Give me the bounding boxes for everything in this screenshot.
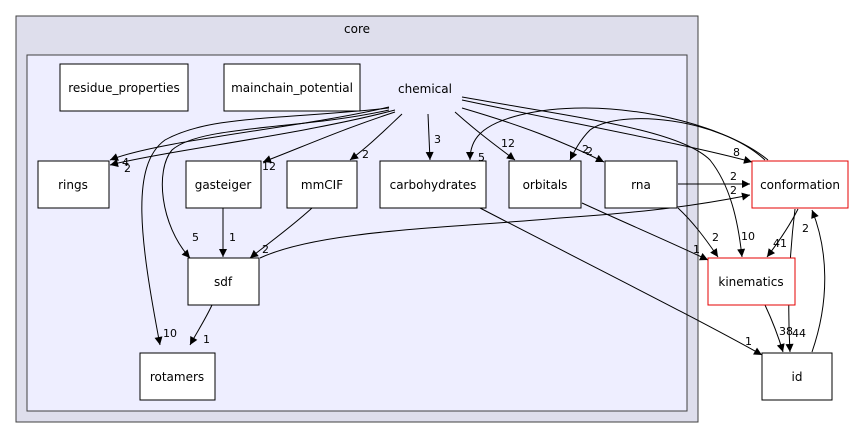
- edge-sdf-rotamers: [189, 304, 213, 346]
- edge-chemical-sdf: [161, 109, 390, 259]
- edge-label-chem-rotamers: 10: [163, 327, 177, 340]
- edge-label-id-conformation: 2: [802, 222, 809, 235]
- edge-label-mmcif-sdf: 2: [262, 243, 269, 256]
- edge-carbohydrates-id: [479, 207, 763, 356]
- edge-label-conf-orbitals: 2: [582, 143, 589, 156]
- node-rings-label: rings: [58, 178, 88, 192]
- edge-label-gasteiger-sdf: 1: [229, 231, 236, 244]
- node-carbohydrates[interactable]: carbohydrates: [379, 160, 487, 209]
- edge-label-chem-kinematics: 10: [741, 230, 755, 243]
- edge-label-conf-id: 44: [792, 327, 806, 340]
- node-conformation[interactable]: conformation: [751, 160, 849, 209]
- node-kinematics-label: kinematics: [718, 275, 783, 289]
- node-gasteiger-label: gasteiger: [195, 178, 252, 192]
- edge-label-conf-carbohydrates: 5: [478, 151, 485, 164]
- node-conformation-label: conformation: [760, 178, 840, 192]
- node-rna[interactable]: rna: [604, 160, 678, 209]
- node-sdf[interactable]: sdf: [187, 257, 260, 306]
- node-id-label: id: [792, 370, 803, 384]
- edge-label-rna-kinematics: 2: [712, 231, 719, 244]
- edge-chemical-conformation: [461, 99, 753, 164]
- edge-label-sdf-conformation: 2: [730, 184, 737, 197]
- node-mmcif[interactable]: mmCIF: [286, 160, 358, 209]
- edge-chemical-mmcif: [349, 113, 403, 161]
- node-residue-properties-label: residue_properties: [68, 81, 179, 95]
- node-residue-properties[interactable]: residue_properties: [59, 63, 189, 112]
- node-mmcif-label: mmCIF: [301, 178, 343, 192]
- edge-kinematics-id: [764, 304, 785, 353]
- edge-conformation-kinematics: [766, 208, 799, 258]
- edge-label-carbohydrates-id: 1: [745, 335, 752, 348]
- node-orbitals-label: orbitals: [523, 178, 568, 192]
- edge-label-chem-rna: 2: [586, 145, 593, 158]
- edge-orbitals-kinematics: [581, 202, 709, 261]
- edge-id-conformation: [811, 209, 826, 353]
- edge-label-chem-rings-a: 4: [122, 156, 129, 169]
- node-orbitals[interactable]: orbitals: [508, 160, 582, 209]
- node-gasteiger[interactable]: gasteiger: [185, 160, 262, 209]
- node-carbohydrates-label: carbohydrates: [390, 178, 477, 192]
- edge-label-orbitals-kinematics: 1: [693, 243, 700, 256]
- edge-label-chem-gasteiger: 12: [262, 160, 276, 173]
- edge-label-rna-conformation: 2: [730, 170, 737, 183]
- chemical-cluster-label[interactable]: chemical: [398, 82, 452, 96]
- node-rings[interactable]: rings: [37, 160, 110, 209]
- edge-label-conf-kinematics: 41: [773, 237, 787, 250]
- edge-chemical-carbohydrates: [425, 113, 434, 161]
- edge-chemical-rna: [461, 107, 605, 163]
- edge-sdf-conformation: [259, 192, 751, 259]
- chemical-cluster: chemical: [26, 54, 688, 412]
- edge-chemical-gasteiger: [262, 111, 396, 163]
- edge-label-chem-mmcif: 2: [362, 148, 369, 161]
- node-rotamers[interactable]: rotamers: [139, 352, 216, 401]
- node-mainchain-potential-label: mainchain_potential: [231, 81, 353, 95]
- node-kinematics[interactable]: kinematics: [707, 257, 796, 306]
- edge-label-chem-conformation: 8: [733, 146, 740, 159]
- edge-label-chem-sdf: 5: [192, 231, 199, 244]
- edge-chemical-rotamers: [141, 107, 390, 346]
- node-rna-label: rna: [631, 178, 651, 192]
- edge-label-sdf-rotamers: 1: [203, 333, 210, 346]
- edge-label-chem-carbohydrates: 3: [434, 133, 441, 146]
- core-cluster-label: core: [344, 22, 370, 36]
- edge-chemical-rings-2: [109, 109, 396, 167]
- edge-label-chem-rings-b: 2: [124, 162, 131, 175]
- edges: 4 2 12 2 3 12 2 5 10 1 2 1 8: [109, 96, 826, 356]
- edge-label-kinematics-id: 38: [779, 325, 793, 338]
- node-id[interactable]: id: [761, 352, 833, 401]
- edge-rna-kinematics: [677, 207, 719, 258]
- node-mainchain-potential[interactable]: mainchain_potential: [223, 63, 361, 112]
- edge-chemical-orbitals: [454, 111, 516, 161]
- node-rotamers-label: rotamers: [150, 370, 204, 384]
- edge-chemical-rings: [109, 106, 390, 161]
- edge-conformation-orbitals: [569, 118, 766, 161]
- edge-mmcif-sdf: [249, 207, 313, 259]
- node-sdf-label: sdf: [214, 275, 233, 289]
- edge-chemical-kinematics: [461, 96, 746, 258]
- edge-label-chem-orbitals: 12: [501, 137, 515, 150]
